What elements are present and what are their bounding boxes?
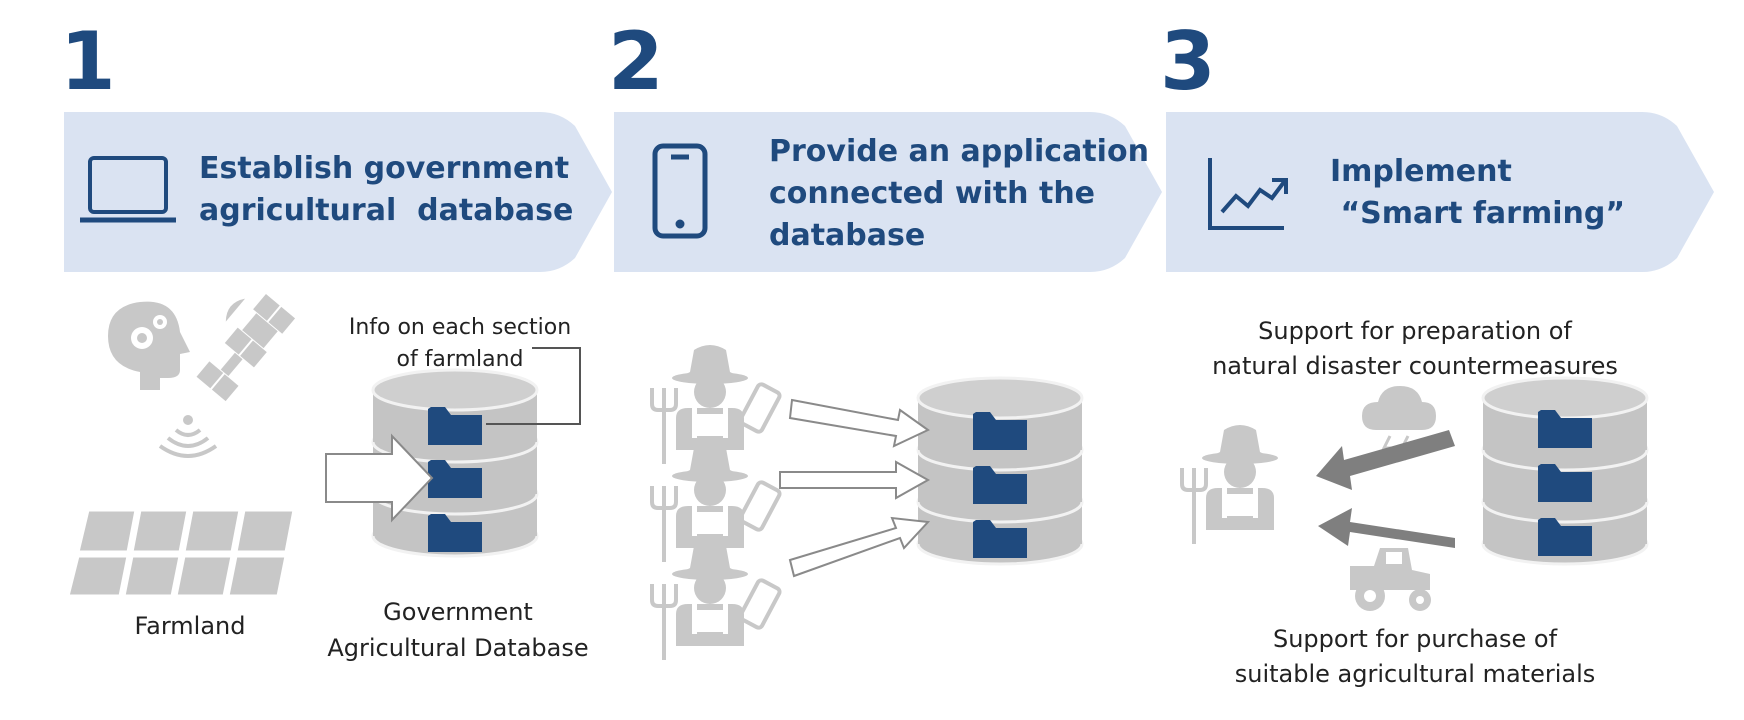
step-title-line: agricultural database [199,193,574,228]
step-title-line: “Smart farming” [1330,196,1626,231]
sync-arrow [788,398,930,448]
line-chart-icon [1208,158,1288,230]
phone-icon [737,478,783,534]
step-number: 2 [608,15,664,108]
step-title-line: database [769,218,926,253]
farmer-icon [1180,423,1280,546]
sync-arrow [779,460,931,500]
disaster-support-label: Support for preparation of natural disas… [1205,314,1625,384]
step-title: Implement “Smart farming” [1330,151,1625,235]
materials-support-label-line: suitable agricultural materials [1234,660,1596,688]
callout-line [486,347,581,425]
materials-support-label-line: Support for purchase of [1272,625,1558,653]
callout-label: Info on each section of farmland [340,312,580,376]
smartphone-icon [652,143,708,239]
callout-label-line: of farmland [396,347,524,372]
signal-waves-icon [158,415,218,458]
callout-label-line: Info on each section [348,315,572,340]
step-title: Establish government agricultural databa… [199,148,573,232]
step-title: Provide an application connected with th… [769,131,1149,257]
chevron-step-2 [614,112,1162,272]
sync-arrow [788,516,931,578]
step-number: 1 [60,15,116,108]
farmland-label: Farmland [134,612,246,640]
farmer-icon [650,539,750,662]
support-arrow [1316,430,1455,490]
materials-support-label: Support for purchase of suitable agricul… [1205,622,1625,692]
step-title-line: Implement [1330,154,1512,189]
ai-head-icon [108,301,190,390]
disaster-support-label-line: Support for preparation of [1258,317,1572,345]
step-title-line: Establish government [199,151,570,186]
disaster-support-label-line: natural disaster countermeasures [1212,352,1618,380]
input-arrow [325,433,434,523]
step-number: 3 [1160,15,1216,108]
support-arrow [1318,508,1455,548]
step-title-line: Provide an application [769,134,1149,169]
farmland-grid-icon [66,508,296,598]
tractor-icon [1350,548,1431,611]
phone-icon [737,380,783,436]
database-label: Government Agricultural Database [320,594,596,666]
chevron-step-3 [1166,112,1714,272]
database-label-line: Government [383,598,533,626]
step-title-line: connected with the [769,176,1096,211]
chevron-step-1 [64,112,612,272]
satellite-icon [193,291,298,404]
database-label-line: Agricultural Database [327,634,589,662]
laptop-icon [80,156,176,223]
phone-icon [737,576,783,632]
